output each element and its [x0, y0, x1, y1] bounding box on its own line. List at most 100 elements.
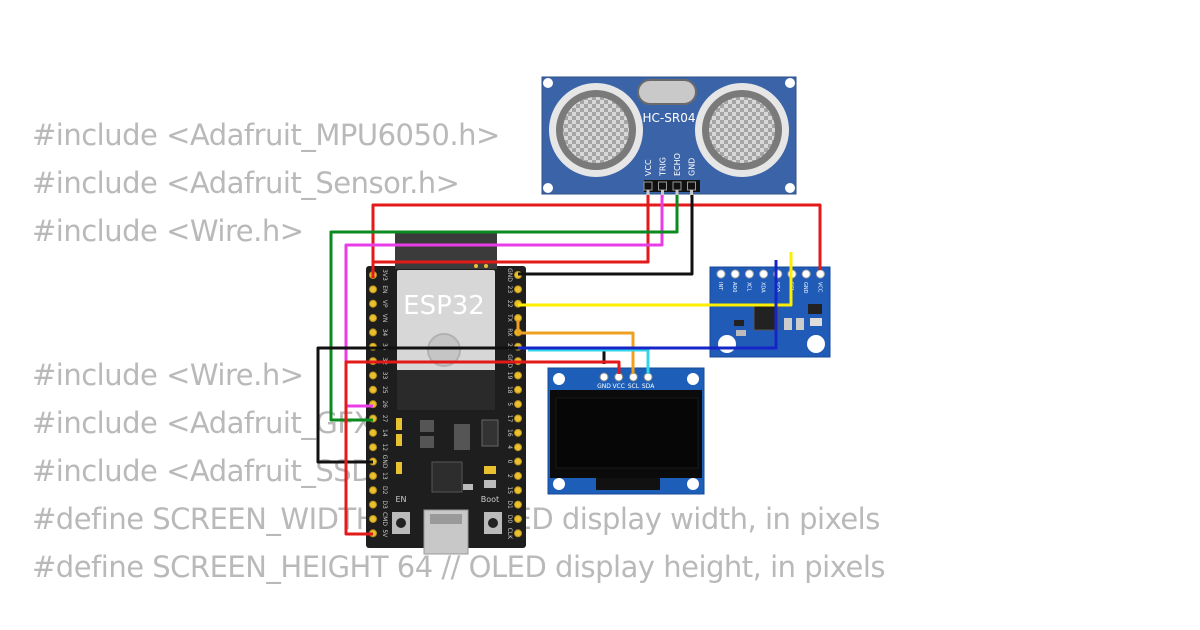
esp32-pin[interactable] — [369, 314, 377, 323]
esp32-pin-label: 15 — [506, 486, 513, 494]
wire-black-gnd — [316, 346, 606, 464]
esp32-pin-label: RX — [506, 328, 513, 336]
wire-blue — [518, 260, 778, 350]
oled-pin-label: GND — [597, 383, 611, 390]
wire-orange-scl — [516, 320, 635, 374]
esp32-pin-label: 2 — [506, 474, 513, 478]
hcsr04-pin-leg — [646, 190, 650, 198]
oled-pin[interactable] — [643, 372, 653, 382]
esp32-pin-label: 34 — [381, 329, 388, 337]
oled-pin-label: SDA — [642, 383, 655, 390]
hcsr04-pin-label: ECHO — [673, 153, 682, 176]
esp32-pin[interactable] — [369, 285, 377, 294]
oled-pin[interactable] — [599, 372, 609, 382]
code-line: #include <Adafruit_Sensor.h> — [32, 166, 460, 200]
esp32-pin-label: 23 — [506, 286, 513, 294]
esp32-pin[interactable] — [369, 486, 377, 495]
esp32-pin[interactable] — [514, 428, 522, 437]
esp32-pin[interactable] — [514, 486, 522, 495]
code-line: #include <Adafruit_MPU6050.h> — [32, 118, 500, 152]
esp32-pin-label: D0 — [506, 515, 513, 524]
mpu6050-pin[interactable] — [716, 269, 726, 279]
esp32-pin-label: D2 — [381, 486, 388, 495]
esp32-pin-label: D1 — [506, 500, 513, 509]
esp32-pin-label: 16 — [506, 429, 513, 437]
esp32-pin-label: GND — [506, 268, 513, 282]
mpu6050-pin[interactable] — [815, 269, 825, 279]
mpu6050-pin-label: XCL — [745, 282, 751, 292]
esp32-pin[interactable] — [369, 514, 377, 523]
code-line: #include <Wire.h> — [32, 358, 304, 392]
esp32-pin[interactable] — [369, 328, 377, 337]
wire-black-hc-gnd — [518, 195, 694, 276]
hcsr04-pin-leg — [690, 190, 693, 198]
mpu6050-pin-label: VCC — [816, 282, 822, 293]
esp32-pin-label: 19 — [506, 372, 513, 380]
esp32-pin[interactable] — [514, 514, 522, 523]
mpu6050-pin-label: INT — [717, 282, 723, 291]
hcsr04-pin — [687, 181, 696, 191]
mpu6050-pin[interactable] — [730, 269, 740, 279]
hcsr04-pin — [658, 181, 667, 191]
mpu6050-pin[interactable] — [759, 269, 769, 279]
esp32-pin-label: 5V — [381, 529, 388, 538]
esp32-pin[interactable] — [514, 457, 522, 466]
esp32-board: ESP32 EN Boot 3V3ENVPVN34353233252627141… — [366, 233, 526, 555]
esp32-pin[interactable] — [514, 400, 522, 409]
esp32-pin-label: 12 — [381, 443, 388, 451]
oled-pin[interactable] — [628, 372, 638, 382]
esp32-pin-label: 17 — [506, 415, 513, 423]
oled-pin-label: VCC — [612, 383, 624, 390]
esp32-pin-label: 25 — [381, 386, 388, 394]
esp32-pin[interactable] — [514, 385, 522, 394]
esp32-pin-label: 14 — [381, 429, 388, 437]
esp32-pin-label: D3 — [381, 500, 388, 509]
mpu6050-pin[interactable] — [801, 269, 811, 279]
hcsr04-pin — [672, 181, 682, 191]
hcsr04-label: HC-SR04 — [643, 111, 696, 125]
oled-pin[interactable] — [614, 372, 624, 382]
esp32-pin-label: 18 — [506, 386, 513, 394]
esp32-pin[interactable] — [369, 428, 377, 437]
wire-red-hc-vcc — [371, 203, 822, 278]
esp32-pin[interactable] — [369, 385, 377, 394]
esp32-pin[interactable] — [369, 299, 377, 308]
esp32-pin[interactable] — [514, 471, 522, 480]
esp32-pin-label: 27 — [381, 415, 388, 423]
hcsr04-pin-leg — [675, 190, 679, 198]
esp32-pin[interactable] — [514, 371, 522, 380]
espressif-logo — [427, 333, 461, 367]
esp32-pin[interactable] — [369, 371, 377, 380]
esp32-pin-label: 33 — [381, 372, 388, 380]
esp32-pin[interactable] — [514, 529, 522, 538]
esp32-pin-label: VN — [381, 314, 388, 323]
esp32-pin[interactable] — [369, 500, 377, 509]
wire-magenta-trig — [344, 195, 664, 408]
esp32-pin-label: CMD — [381, 512, 388, 526]
code-line: #define SCREEN_HEIGHT 64 // OLED display… — [32, 550, 886, 584]
wifi-antenna — [395, 233, 497, 269]
mpu6050-chip — [753, 305, 779, 331]
oled-pin-label: SCL — [628, 383, 640, 390]
esp32-pin-label: TX — [506, 313, 513, 322]
mpu6050-pin-label: AD0 — [731, 282, 737, 292]
wire-cyan-sda — [528, 348, 650, 374]
esp32-pin-label: 5 — [506, 402, 513, 406]
esp32-pin-label: 4 — [506, 445, 513, 449]
mpu6050-pin[interactable] — [744, 269, 754, 279]
esp32-pin[interactable] — [514, 500, 522, 509]
esp32-pin[interactable] — [514, 443, 522, 452]
esp32-pin[interactable] — [514, 414, 522, 423]
hcsr04-pin-label: TRIG — [659, 157, 668, 177]
esp32-pin[interactable] — [369, 443, 377, 452]
esp32-pin[interactable] — [514, 285, 522, 294]
esp32-pin-label: 22 — [506, 300, 513, 308]
crystal-oscillator — [637, 79, 697, 105]
esp32-pin[interactable] — [369, 471, 377, 480]
esp32-pin-label: EN — [381, 285, 388, 293]
